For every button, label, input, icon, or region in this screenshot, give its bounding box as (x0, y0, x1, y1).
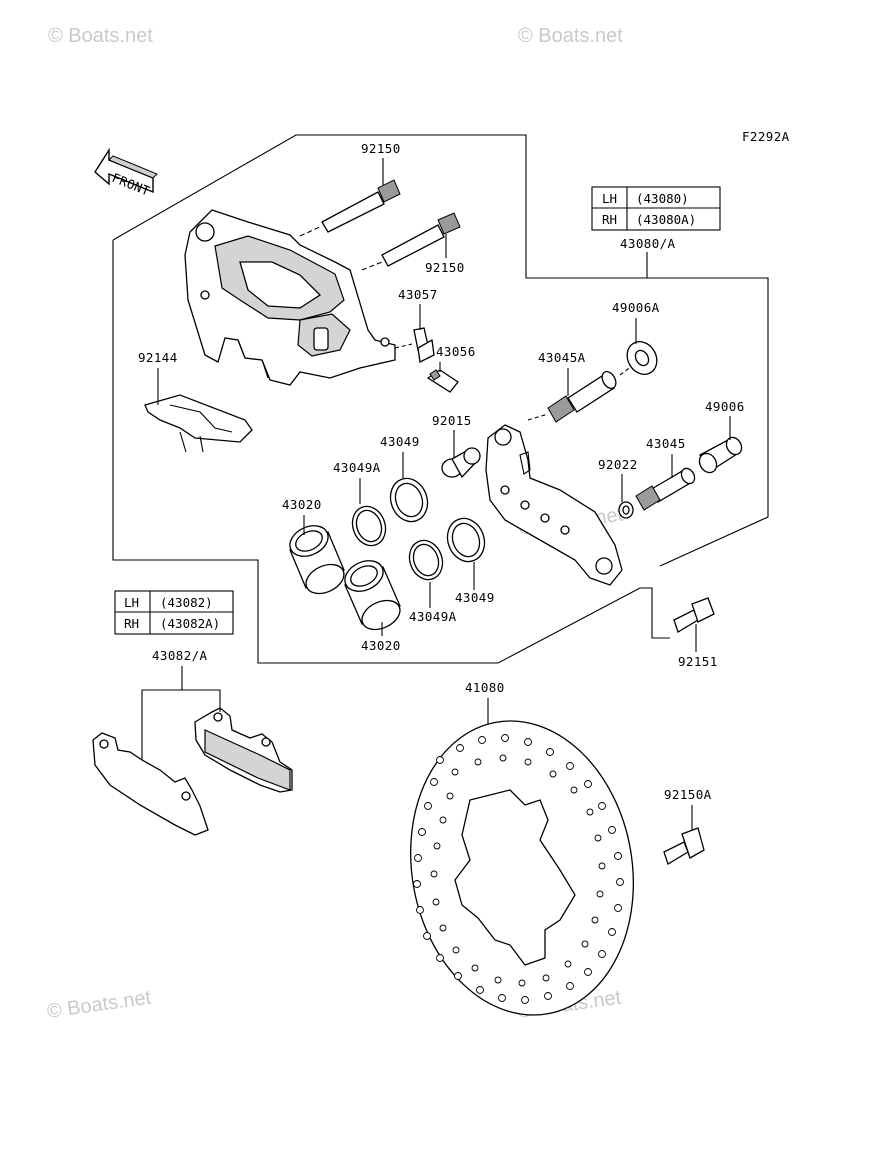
table-side: RH (602, 212, 617, 227)
part-label: 92022 (598, 457, 638, 472)
mount-bolt (673, 597, 715, 633)
leader (141, 666, 183, 760)
part-label: 43080/A (620, 236, 676, 251)
part-label: 92150 (425, 260, 465, 275)
part-label: 43045 (646, 436, 686, 451)
seal-lower (446, 517, 486, 563)
assembly-outline (112, 134, 769, 567)
brake-pad-rear (194, 707, 293, 793)
brake-disc (410, 720, 634, 1016)
front-arrow-icon: FRONT (94, 147, 158, 199)
part-label: 49006 (705, 399, 745, 414)
caliper-bracket (485, 424, 623, 586)
bolt (635, 467, 696, 511)
bleeder-valve (394, 343, 459, 393)
part-label: 49006A (612, 300, 660, 315)
table-side: LH (602, 191, 617, 206)
watermark: © Boats.net (518, 25, 623, 47)
table-part: (43080A) (636, 212, 696, 227)
brake-pad-front (92, 732, 209, 836)
seal-a-upper (351, 505, 387, 547)
pin-lower (361, 212, 461, 271)
piston-lower (344, 560, 401, 631)
seal-a-lower (408, 539, 444, 581)
assembly-outline-lower (112, 240, 670, 664)
table-side: LH (124, 595, 139, 610)
boot (698, 436, 743, 474)
boot-a (626, 341, 658, 375)
part-label: 43082/A (152, 648, 208, 663)
piston-upper (289, 525, 345, 595)
watermark: © Boats.net (48, 25, 153, 47)
sleeve (441, 447, 481, 479)
watermark: © Boats.net (46, 987, 153, 1023)
disc-bolt (663, 827, 705, 865)
part-label: 92151 (678, 654, 718, 669)
part-label: 43045A (538, 350, 586, 365)
part-label: 43056 (436, 344, 476, 359)
bleeder-cap (413, 327, 435, 363)
pin-upper (299, 179, 401, 237)
table-side: RH (124, 616, 139, 631)
part-label: 43049 (380, 434, 420, 449)
part-label: 43049A (333, 460, 381, 475)
table-part: (43082) (160, 595, 213, 610)
part-label: 43049 (455, 590, 495, 605)
table-part: (43082A) (160, 616, 220, 631)
washer (618, 501, 634, 519)
disc-holes (413, 734, 624, 1004)
part-label: 43020 (282, 497, 322, 512)
part-label: 43020 (361, 638, 401, 653)
part-label: 41080 (465, 680, 505, 695)
caliper-side-table: LH (43080) RH (43080A) (591, 186, 721, 231)
part-label: 43049A (409, 609, 457, 624)
caliper-body (184, 209, 396, 386)
part-label: 92150 (361, 141, 401, 156)
bolt-a (527, 365, 633, 423)
diagram-code: F2292A (742, 129, 790, 144)
table-part: (43080) (636, 191, 689, 206)
part-label: 92015 (432, 413, 472, 428)
leader (182, 689, 221, 712)
part-label: 43057 (398, 287, 438, 302)
seal-upper (389, 477, 429, 523)
part-label: 92150A (664, 787, 712, 802)
clip (144, 394, 253, 453)
pad-side-table: LH (43082) RH (43082A) (114, 590, 234, 635)
part-label: 92144 (138, 350, 178, 365)
